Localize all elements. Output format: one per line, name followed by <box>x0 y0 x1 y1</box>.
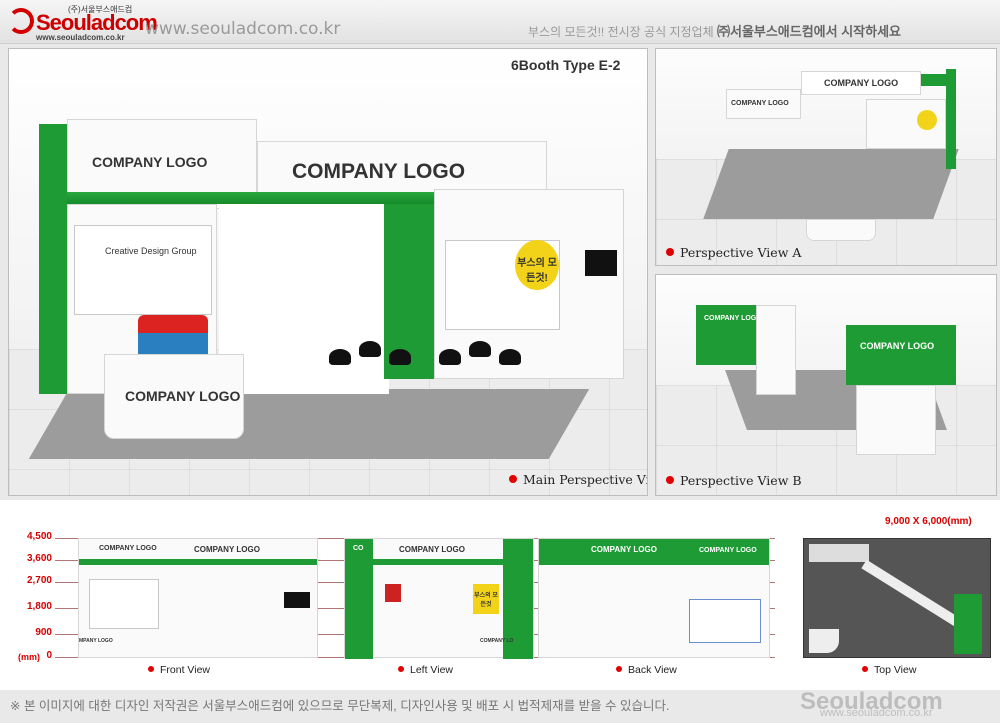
chair <box>469 341 491 357</box>
front-elevation: COMPANY LOGO COMPANY LOGO MPANY LOGO <box>78 538 318 658</box>
speech-bubble: 부스의 모든것! <box>515 240 559 290</box>
height-tick: 0 <box>46 650 52 661</box>
chair <box>329 349 351 365</box>
tv-monitor <box>585 250 617 276</box>
chair <box>499 349 521 365</box>
height-tick: 4,500 <box>26 531 52 542</box>
company-logo-a1: COMPANY LOGO <box>731 100 789 107</box>
poster-text: Creative Design Group <box>105 246 197 256</box>
fascia-right: COMPANY LOGO <box>801 71 921 95</box>
poster <box>689 599 761 643</box>
red-poster <box>385 584 401 602</box>
tagline: 부스의 모든것!! 전시장 공식 지정업체 ㈜서울부스애드컴에서 시작하세요 <box>528 21 901 40</box>
green-pillar-left <box>39 124 67 394</box>
booth-type-title: 6Booth Type E-2 <box>511 57 621 73</box>
perspective-a-caption: Perspective View A <box>666 245 801 260</box>
copyright-notice: ※ 본 이미지에 대한 디자인 저작권은 서울부스애드컴에 있으므로 무단복제,… <box>10 699 670 713</box>
left-logo-1: CO <box>353 545 364 552</box>
chair <box>389 349 411 365</box>
back-logo-1: COMPANY LOGO <box>591 545 657 554</box>
side-wall-right: 부스의 모든것! <box>434 189 624 379</box>
main-perspective-panel: 6Booth Type E-2 COMPANY LOGO COMPANY LOG… <box>8 48 648 496</box>
main-view-caption: Main Perspective View <box>509 472 647 487</box>
perspective-b-caption: Perspective View B <box>666 473 802 488</box>
front-logo-2: COMPANY LOGO <box>194 545 260 554</box>
green-band <box>79 559 317 565</box>
left-view-caption: Left View <box>398 664 453 676</box>
logo-url: www.seouladcom.co.kr <box>36 33 125 42</box>
green-band <box>345 559 533 565</box>
poster <box>89 579 159 629</box>
reception-counter <box>806 219 876 241</box>
carpet <box>703 149 959 219</box>
company-logo-b2: COMPANY LOGO <box>860 341 935 351</box>
footer: ※ 본 이미지에 대한 디자인 저작권은 서울부스애드컴에 있으므로 무단복제,… <box>0 688 1000 723</box>
front-view-caption: Front View <box>148 664 210 676</box>
unit-label: (mm) <box>18 652 40 662</box>
company-logo-center: COMPANY LOGO <box>292 160 466 183</box>
company-logo-b1: COMPANY LOGO <box>704 315 762 322</box>
left-counter-logo: COMPANY LO <box>480 638 514 644</box>
green-wall-right: COMPANY LOGO <box>846 325 956 385</box>
brand-logo-text[interactable]: Seouladcom <box>36 10 158 35</box>
wall-diagonal <box>861 559 960 627</box>
front-logo-1: COMPANY LOGO <box>99 545 157 552</box>
height-tick: 2,700 <box>26 575 52 586</box>
footer-url: www.seouladcom.co.kr <box>820 707 933 719</box>
tagline-prefix: 부스의 모든것!! 전시장 공식 지정업체 <box>528 25 714 39</box>
back-view-caption: Back View <box>616 664 677 676</box>
green-wall <box>954 594 982 654</box>
storage-block <box>809 544 869 562</box>
height-tick: 3,600 <box>26 553 52 564</box>
green-band <box>67 192 547 204</box>
brand-logo-icon <box>8 8 34 34</box>
reception-counter: COMPANY LOGO <box>104 354 244 439</box>
green-band <box>539 539 769 565</box>
back-elevation: COMPANY LOGO COMPANY LOGO <box>538 538 770 658</box>
tv-monitor <box>284 592 310 608</box>
site-url-link[interactable]: www.seouladcom.co.kr <box>145 19 341 39</box>
left-bubble: 부스의 모든것 <box>473 584 499 614</box>
counter <box>809 629 839 653</box>
back-wall <box>856 385 936 455</box>
company-logo-counter: COMPANY LOGO <box>125 388 241 404</box>
green-panel <box>345 539 373 659</box>
chair <box>359 341 381 357</box>
back-wall <box>866 99 946 149</box>
tagline-company: ㈜서울부스애드컴에서 시작하세요 <box>716 24 902 39</box>
height-tick: 1,800 <box>26 601 52 612</box>
company-logo-a2: COMPANY LOGO <box>824 78 899 88</box>
elevation-section: 4,500 3,600 2,700 1,800 900 (mm) 0 COMPA… <box>0 500 1000 690</box>
header: (주)서울부스애드컴 Seouladcom www.seouladcom.co.… <box>0 0 1000 44</box>
logo-korean-name: (주)서울부스애드컴 <box>68 5 133 14</box>
left-logo-2: COMPANY LOGO <box>399 545 465 554</box>
storage-room <box>756 305 796 395</box>
fascia-left: COMPANY LOGO <box>726 89 801 119</box>
front-counter-logo: MPANY LOGO <box>79 638 113 644</box>
booth-opening <box>219 204 389 394</box>
dimension-label: 9,000 X 6,000(mm) <box>885 516 972 527</box>
back-logo-2: COMPANY LOGO <box>699 547 757 554</box>
top-view-caption: Top View <box>862 664 916 676</box>
green-pillar <box>946 69 956 169</box>
company-logo-left: COMPANY LOGO <box>92 154 208 170</box>
perspective-a-panel: COMPANY LOGO COMPANY LOGO Perspective Vi… <box>655 48 997 266</box>
left-elevation: CO COMPANY LOGO 부스의 모든것 COMPANY LO <box>344 538 534 659</box>
height-tick: 900 <box>35 627 52 638</box>
footer-logo-text: Seouladcom <box>800 688 943 715</box>
top-view-plan <box>803 538 991 658</box>
chair <box>439 349 461 365</box>
perspective-b-panel: COMPANY LOGO COMPANY LOGO Perspective Vi… <box>655 274 997 496</box>
poster-left: Creative Design Group <box>74 225 212 315</box>
speech-bubble <box>917 110 937 130</box>
